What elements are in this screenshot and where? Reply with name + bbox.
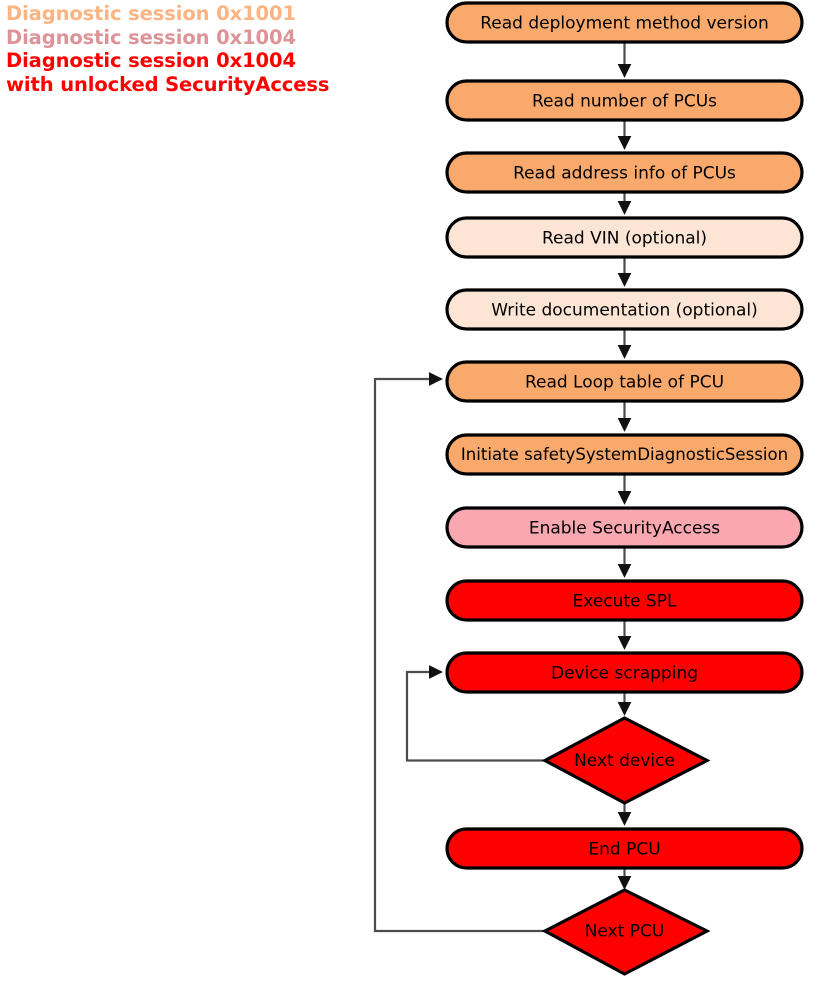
- node-label: Execute SPL: [573, 592, 677, 612]
- node-label: Read number of PCUs: [532, 92, 717, 112]
- node-read-address-info-of-pcus[interactable]: Read address info of PCUs: [445, 151, 804, 194]
- node-label: Read address info of PCUs: [513, 164, 736, 184]
- legend-item-session-0x1004-secaccess-line1: Diagnostic session 0x1004: [6, 49, 296, 72]
- node-label: Read VIN (optional): [542, 229, 707, 249]
- node-read-number-of-pcus[interactable]: Read number of PCUs: [445, 79, 804, 122]
- node-execute-spl[interactable]: Execute SPL: [445, 579, 804, 622]
- node-label: End PCU: [588, 840, 660, 860]
- node-write-documentation-optional[interactable]: Write documentation (optional): [445, 288, 804, 331]
- node-end-pcu[interactable]: End PCU: [445, 827, 804, 870]
- node-label: Next PCU: [585, 922, 665, 942]
- node-read-vin-optional[interactable]: Read VIN (optional): [445, 216, 804, 259]
- legend-item-session-0x1004: Diagnostic session 0x1004: [6, 25, 296, 49]
- legend-item-session-0x1001: Diagnostic session 0x1001: [6, 2, 296, 25]
- node-label: Initiate safetySystemDiagnosticSession: [461, 445, 788, 464]
- node-label: Write documentation (optional): [491, 301, 758, 321]
- node-label: Next device: [574, 751, 675, 771]
- node-device-scrapping[interactable]: Device scrapping: [445, 651, 804, 694]
- node-next-device[interactable]: Next device: [541, 716, 711, 805]
- node-label: Read deployment method version: [480, 14, 769, 34]
- node-layer: Read deployment method version Read numb…: [445, 1, 804, 976]
- node-initiate-safetysystemdiagnosticsession[interactable]: Initiate safetySystemDiagnosticSession: [445, 433, 804, 476]
- legend-item-session-0x1004-secaccess-line2: with unlocked SecurityAccess: [6, 72, 330, 96]
- node-enable-securityaccess[interactable]: Enable SecurityAccess: [445, 506, 804, 549]
- edge-layer: [373, 42, 632, 933]
- node-label: Enable SecurityAccess: [529, 519, 720, 539]
- edge-n11-n10-loopback: [405, 665, 545, 762]
- node-label: Device scrapping: [551, 664, 698, 684]
- node-read-deployment-method-version[interactable]: Read deployment method version: [445, 1, 804, 44]
- edge-n13-n6-loopback: [373, 372, 545, 933]
- node-read-loop-table-of-pcu[interactable]: Read Loop table of PCU: [445, 360, 804, 403]
- node-label: Read Loop table of PCU: [525, 373, 724, 393]
- legend: Diagnostic session 0x1001 Diagnostic ses…: [6, 2, 426, 96]
- node-next-pcu[interactable]: Next PCU: [541, 888, 711, 976]
